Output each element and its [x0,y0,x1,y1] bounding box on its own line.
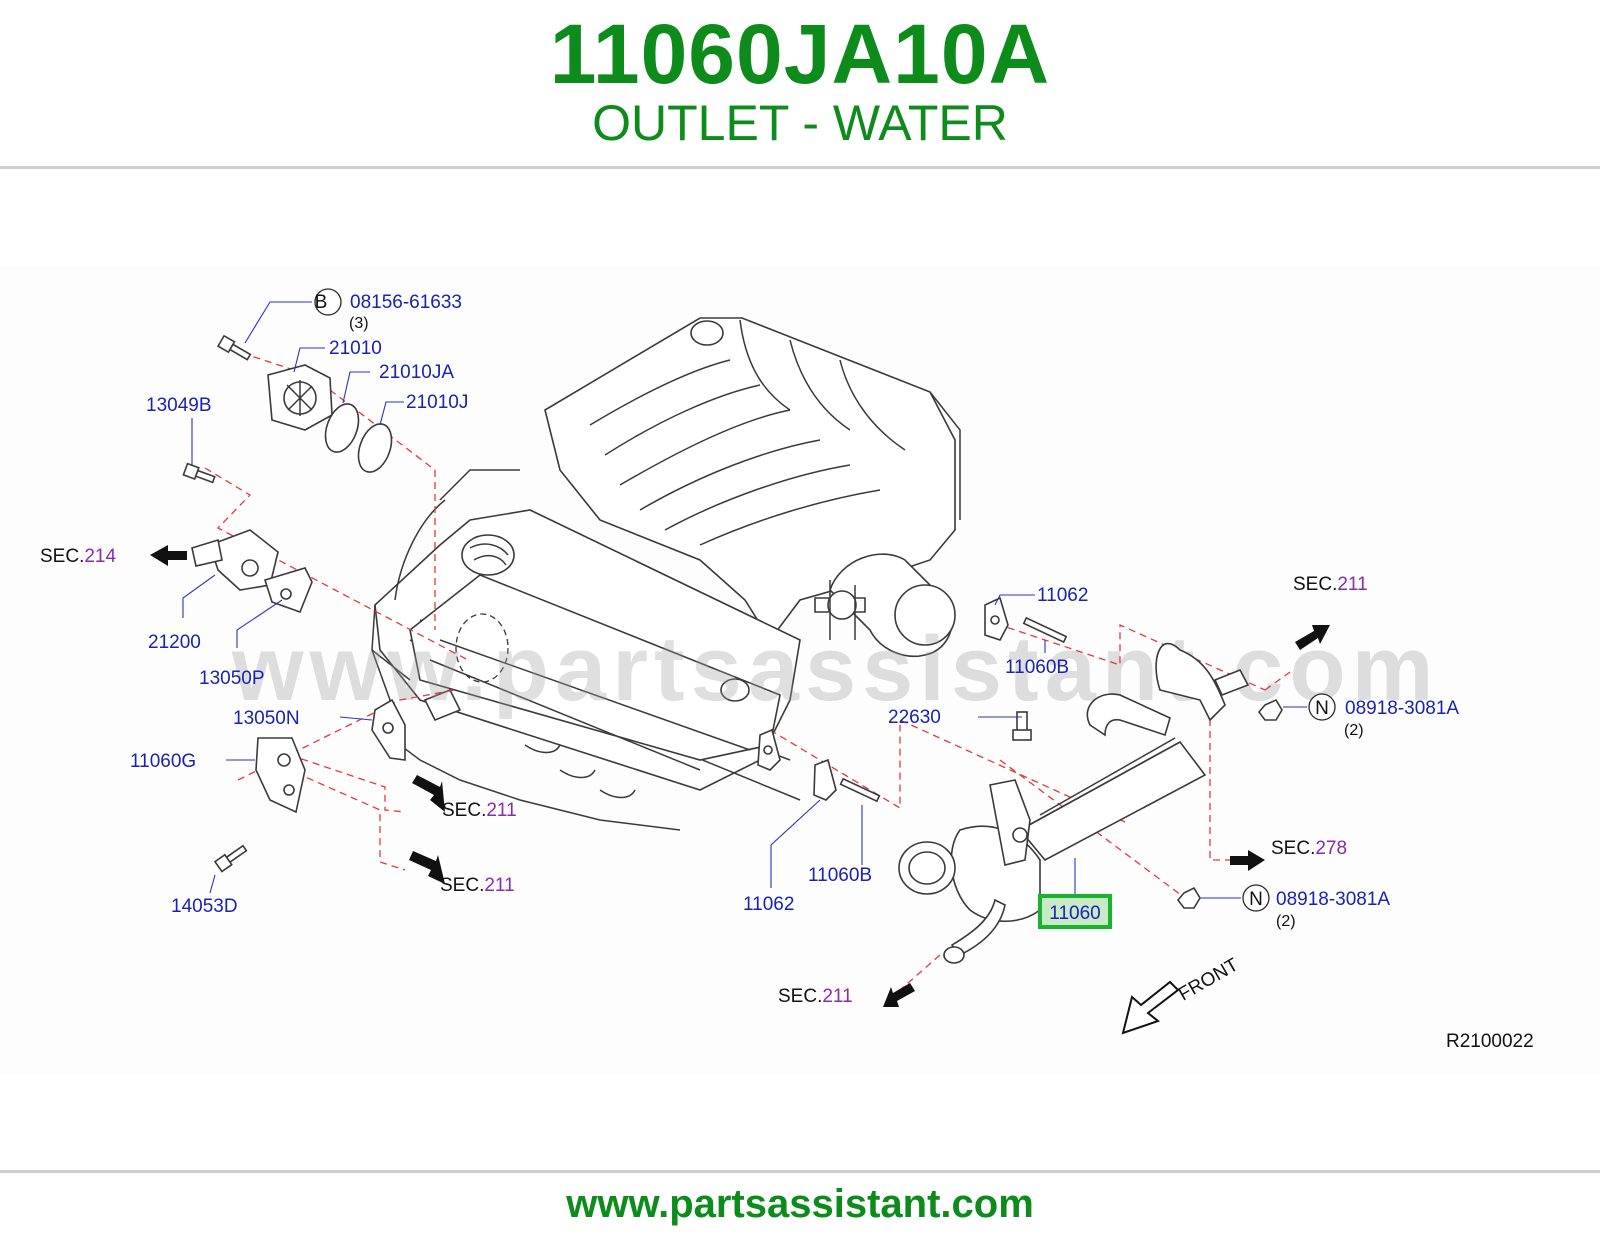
label-08918-qty-top: (2) [1344,722,1364,739]
section-arrows [150,545,1330,1035]
label-21010ja[interactable]: 21010JA [379,362,454,383]
part-description: OUTLET - WATER [592,95,1008,151]
label-11060g[interactable]: 11060G [130,751,196,772]
label-11062-bottom[interactable]: 11062 [743,894,794,915]
sec-278-label: SEC.278 [1271,838,1347,859]
label-21200[interactable]: 21200 [148,632,201,653]
sec-arrow-278 [1230,850,1265,871]
sec-arrow-214 [150,545,187,566]
sec-arrow-211-bottom [883,983,915,1007]
sec-211-label-a: SEC.211 [442,800,517,821]
footer-divider [0,1170,1600,1173]
label-08918-3081a-top[interactable]: 08918-3081A [1345,698,1459,719]
label-08156-61633[interactable]: 08156-61633 [350,292,462,313]
label-14053d[interactable]: 14053D [171,896,238,917]
sec-arrow-211-top [1295,625,1330,650]
header-divider [0,166,1600,169]
label-22630[interactable]: 22630 [888,707,941,728]
header: 11060JA10A OUTLET - WATER [0,0,1600,168]
circle-n-letter-2: N [1249,889,1263,910]
sec-214-label: SEC.214 [40,546,116,567]
label-08918-qty-bottom: (2) [1276,913,1296,930]
label-21010[interactable]: 21010 [329,338,382,359]
sec-211-label-bottom: SEC.211 [778,986,853,1007]
label-21010j[interactable]: 21010J [406,392,468,413]
label-13050p[interactable]: 13050P [199,668,265,689]
sec-arrow-211-a [412,775,445,812]
label-13049b[interactable]: 13049B [146,395,212,416]
label-08918-3081a-bottom[interactable]: 08918-3081A [1276,889,1390,910]
sec-arrow-211-b [409,851,445,884]
leader-lines [182,288,1336,912]
watermark-text: www.partsassistant.com [231,618,1439,720]
sec-211-label-b: SEC.211 [440,875,515,896]
label-11060[interactable]: 11060 [1049,903,1100,924]
diagram-ref-code: R2100022 [1446,1031,1534,1052]
circle-n-letter-1: N [1315,698,1329,719]
label-13050n[interactable]: 13050N [233,708,300,729]
diagram-svg: www.partsassistant.com [0,265,1600,1075]
label-11060b-bottom[interactable]: 11060B [808,865,872,886]
parts-diagram: www.partsassistant.com [0,265,1600,1075]
label-11060b-top[interactable]: 11060B [1005,657,1069,678]
circle-b-letter: B [315,292,328,313]
part-number-title: 11060JA10A [549,7,1051,101]
engine-illustration [371,317,961,831]
highlight-box-11060 [1038,894,1112,929]
label-11062-top[interactable]: 11062 [1037,585,1088,606]
water-outlet-assembly [898,642,1250,964]
front-arrow [1121,980,1180,1035]
sec-211-label-top: SEC.211 [1293,574,1368,595]
label-08156-qty: (3) [349,315,369,332]
footer-url[interactable]: www.partsassistant.com [566,1182,1034,1226]
